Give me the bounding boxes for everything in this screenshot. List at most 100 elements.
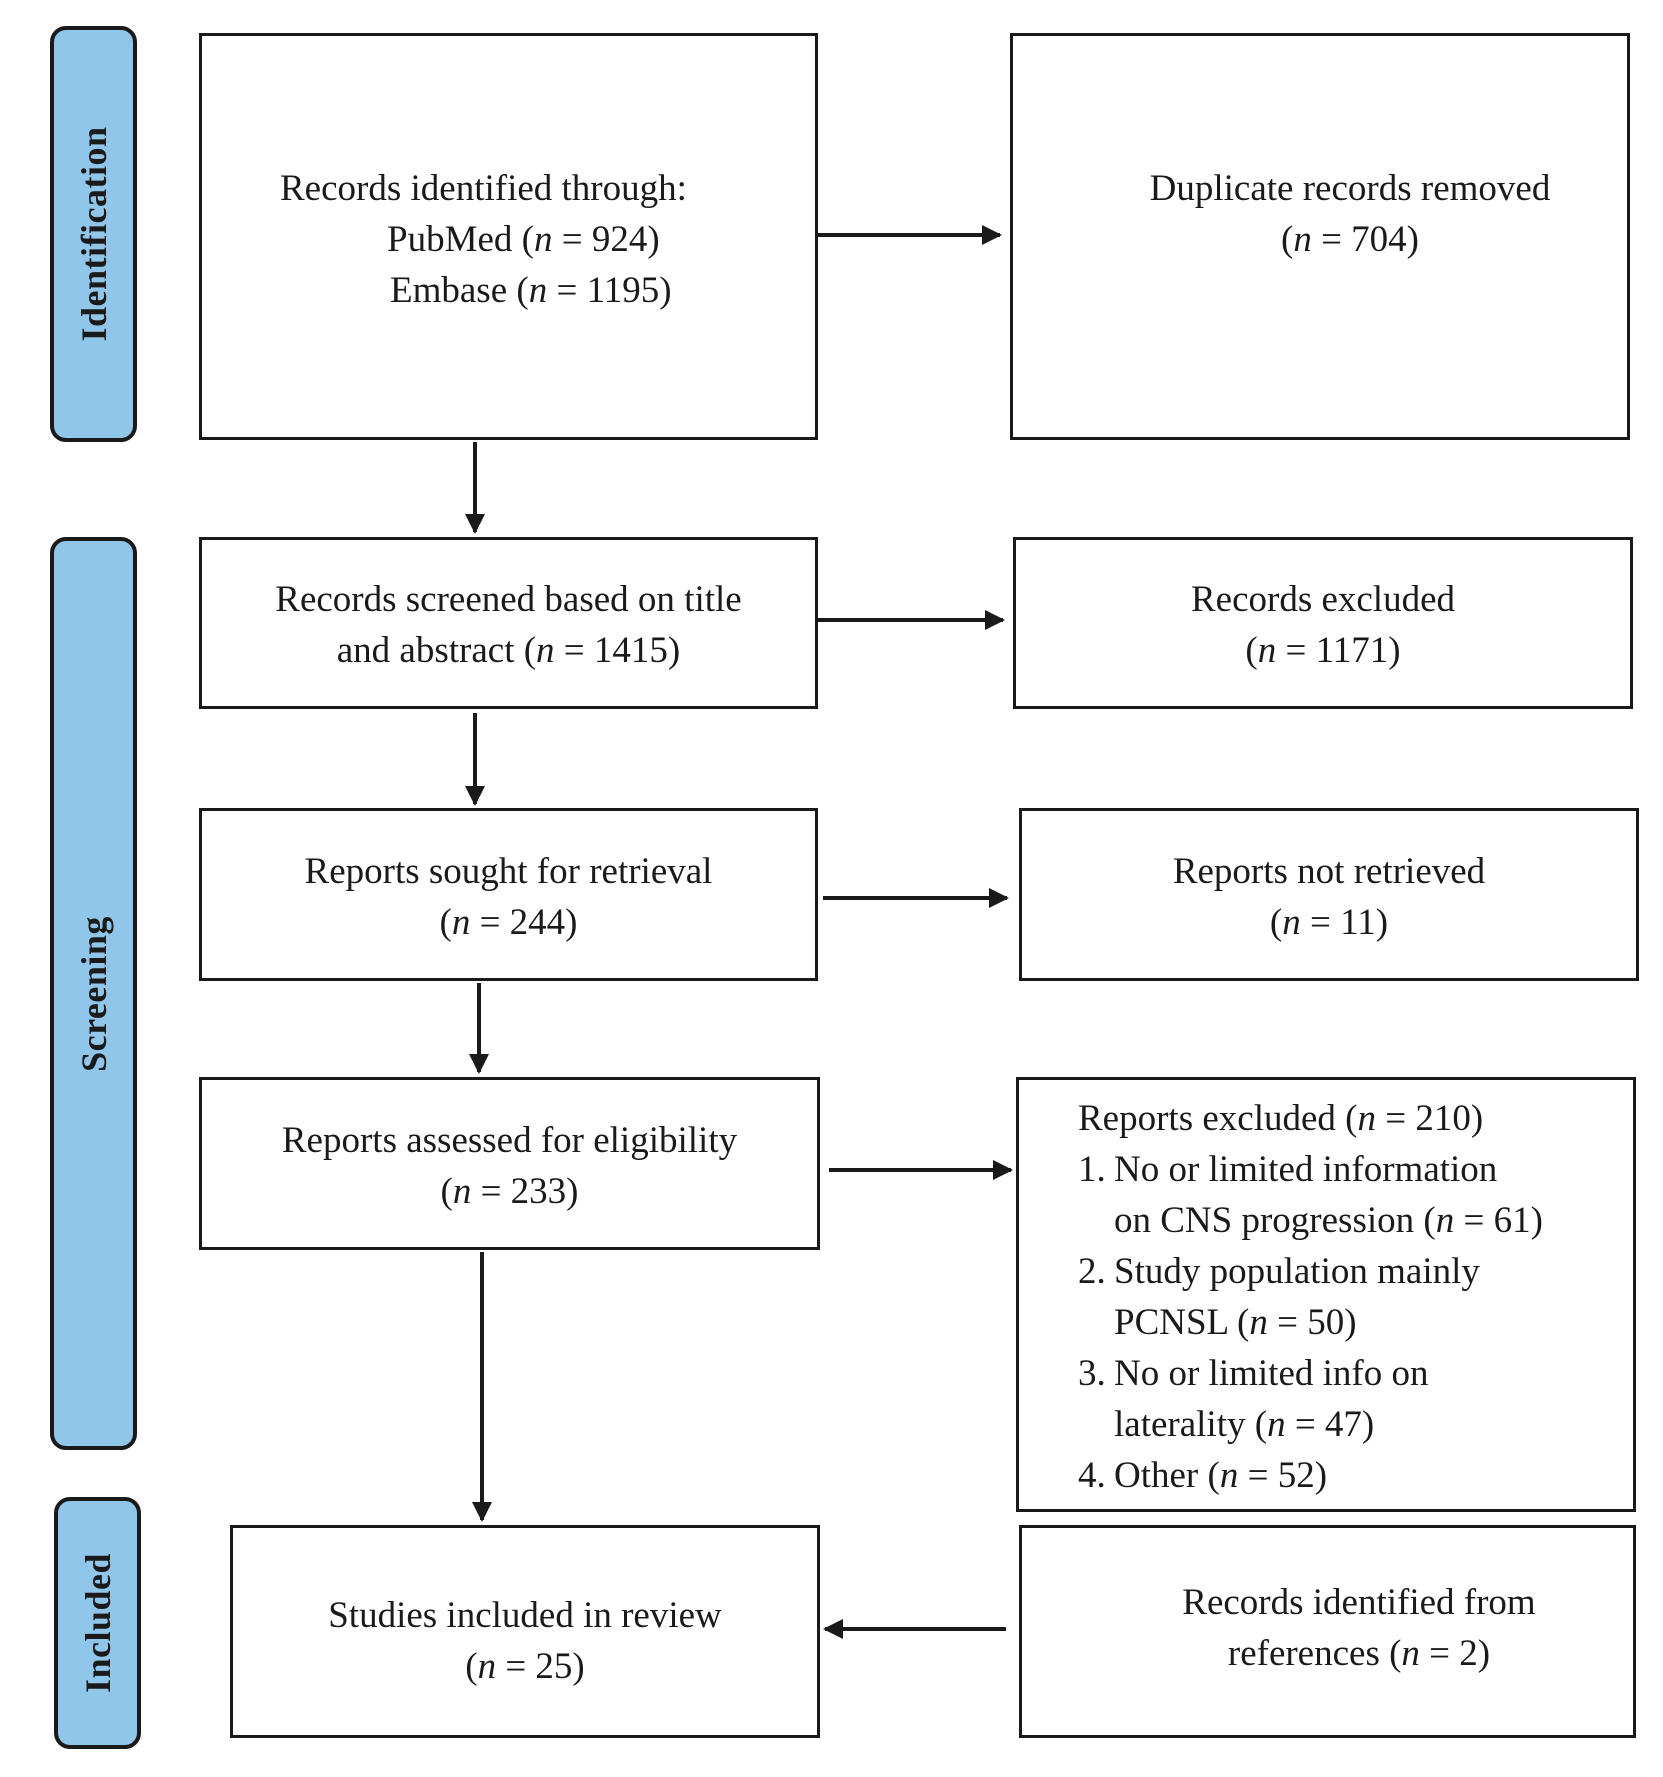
screened-value: = 1415) xyxy=(554,630,681,671)
reports-assessed-count: (n = 233) xyxy=(199,1166,820,1217)
not-retrieved-value: = 11) xyxy=(1300,902,1389,943)
box-studies-included xyxy=(230,1525,820,1738)
box-reports-sought xyxy=(199,808,818,981)
pubmed-n: n xyxy=(533,219,553,260)
phase-identification: Identification xyxy=(50,26,137,442)
records-screened-count: and abstract (n = 1415) xyxy=(199,625,818,676)
reason-2-n: n xyxy=(1249,1302,1268,1343)
duplicates-value: = 704) xyxy=(1311,219,1420,260)
reason-4-label: Other ( xyxy=(1114,1455,1220,1496)
records-identified-text: Records identified through: PubMed (n = … xyxy=(280,163,687,316)
not-retrieved-open: ( xyxy=(1269,902,1283,943)
exclusion-reason-2: 2.Study population mainly xyxy=(1078,1246,1543,1297)
reason-2-line1: Study population mainly xyxy=(1114,1251,1480,1292)
included-value: = 25) xyxy=(496,1646,585,1687)
duplicates-removed-count: (n = 704) xyxy=(1010,214,1663,265)
excluded-open: ( xyxy=(1245,630,1258,671)
box-duplicates-removed xyxy=(1010,33,1630,440)
embase-count: Embase (n = 1195) xyxy=(280,265,687,316)
phase-included: Included xyxy=(54,1497,141,1749)
pubmed-count: PubMed (n = 924) xyxy=(280,214,687,265)
duplicates-removed-text: Duplicate records removed (n = 704) xyxy=(1010,163,1663,265)
excluded-n: n xyxy=(1257,630,1277,671)
references-title: Records identified from xyxy=(1182,1582,1536,1623)
reason-2-line2: PCNSL ( xyxy=(1114,1302,1250,1343)
exclusion-reason-2-cont: PCNSL (n = 50) xyxy=(1078,1297,1543,1348)
records-excluded-text: Records excluded (n = 1171) xyxy=(1013,574,1633,676)
references-n: n xyxy=(1401,1633,1420,1674)
reports-sought-text: Reports sought for retrieval (n = 244) xyxy=(199,846,818,948)
reports-excluded-value: = 210) xyxy=(1375,1098,1484,1139)
screened-label: and abstract ( xyxy=(336,630,537,671)
pubmed-label: PubMed ( xyxy=(387,219,534,260)
reports-excluded-header: Reports excluded (n = 210) xyxy=(1078,1093,1543,1144)
references-text: Records identified from references (n = … xyxy=(1019,1577,1663,1679)
exclusion-reason-3-cont: laterality (n = 47) xyxy=(1078,1399,1543,1450)
assessed-n: n xyxy=(452,1171,472,1212)
duplicates-removed-title: Duplicate records removed xyxy=(1149,168,1551,209)
studies-included-count: (n = 25) xyxy=(230,1641,820,1692)
reason-4-n: n xyxy=(1219,1455,1239,1496)
reports-assessed-title: Reports assessed for eligibility xyxy=(281,1120,738,1161)
reports-excluded-label: Reports excluded ( xyxy=(1078,1098,1358,1139)
references-value: = 2) xyxy=(1419,1633,1491,1674)
box-records-identified xyxy=(199,33,818,440)
reports-not-retrieved-count: (n = 11) xyxy=(1019,897,1639,948)
embase-label: Embase ( xyxy=(390,270,529,311)
not-retrieved-n: n xyxy=(1282,902,1301,943)
included-open: ( xyxy=(465,1646,478,1687)
reports-not-retrieved-text: Reports not retrieved (n = 11) xyxy=(1019,846,1639,948)
exclusion-reason-1-cont: on CNS progression (n = 61) xyxy=(1078,1195,1543,1246)
included-n: n xyxy=(477,1646,497,1687)
reason-1-line2: on CNS progression ( xyxy=(1114,1200,1436,1241)
reports-sought-title: Reports sought for retrieval xyxy=(304,851,713,892)
reason-1-n: n xyxy=(1435,1200,1455,1241)
reports-assessed-text: Reports assessed for eligibility (n = 23… xyxy=(199,1115,820,1217)
reason-1-value: = 61) xyxy=(1454,1200,1543,1241)
reports-excluded-n: n xyxy=(1357,1098,1376,1139)
pubmed-value: = 924) xyxy=(552,219,660,260)
studies-included-title: Studies included in review xyxy=(328,1595,722,1636)
reason-3-line2: laterality ( xyxy=(1114,1404,1268,1445)
reason-1-number: 1. xyxy=(1078,1149,1106,1190)
screened-n: n xyxy=(536,630,555,671)
references-count: references (n = 2) xyxy=(1019,1628,1663,1679)
box-records-excluded xyxy=(1013,537,1633,709)
duplicates-n: n xyxy=(1293,219,1312,260)
assessed-open: ( xyxy=(440,1171,453,1212)
assessed-value: = 233) xyxy=(471,1171,579,1212)
box-records-screened xyxy=(199,537,818,709)
box-reports-not-retrieved xyxy=(1019,808,1639,981)
reason-3-n: n xyxy=(1267,1404,1286,1445)
exclusion-reason-3: 3.No or limited info on xyxy=(1078,1348,1543,1399)
duplicates-open: ( xyxy=(1280,219,1294,260)
reports-not-retrieved-title: Reports not retrieved xyxy=(1172,851,1486,892)
references-label: references ( xyxy=(1227,1633,1402,1674)
reason-3-line1: No or limited info on xyxy=(1114,1353,1429,1394)
reason-4-number: 4. xyxy=(1078,1455,1106,1496)
reason-1-line1: No or limited information xyxy=(1114,1149,1498,1190)
exclusion-reason-4: 4.Other (n = 52) xyxy=(1078,1450,1543,1501)
box-reports-excluded xyxy=(1016,1077,1636,1512)
excluded-value: = 1171) xyxy=(1276,630,1401,671)
records-screened-text: Records screened based on title and abst… xyxy=(199,574,818,676)
reports-sought-count: (n = 244) xyxy=(199,897,818,948)
reason-3-number: 3. xyxy=(1078,1353,1106,1394)
records-excluded-title: Records excluded xyxy=(1190,579,1456,620)
box-records-from-references xyxy=(1019,1525,1636,1738)
records-screened-title: Records screened based on title xyxy=(275,579,742,620)
phase-screening: Screening xyxy=(50,537,137,1450)
embase-n: n xyxy=(528,270,548,311)
studies-included-text: Studies included in review (n = 25) xyxy=(230,1590,820,1692)
sought-open: ( xyxy=(439,902,452,943)
records-identified-title: Records identified through: xyxy=(280,168,687,209)
sought-value: = 244) xyxy=(470,902,578,943)
reason-3-value: = 47) xyxy=(1285,1404,1375,1445)
embase-value: = 1195) xyxy=(547,270,672,311)
reason-2-number: 2. xyxy=(1078,1251,1106,1292)
reports-excluded-text: Reports excluded (n = 210) 1.No or limit… xyxy=(1078,1093,1543,1501)
exclusion-reason-1: 1.No or limited information xyxy=(1078,1144,1543,1195)
sought-n: n xyxy=(451,902,471,943)
